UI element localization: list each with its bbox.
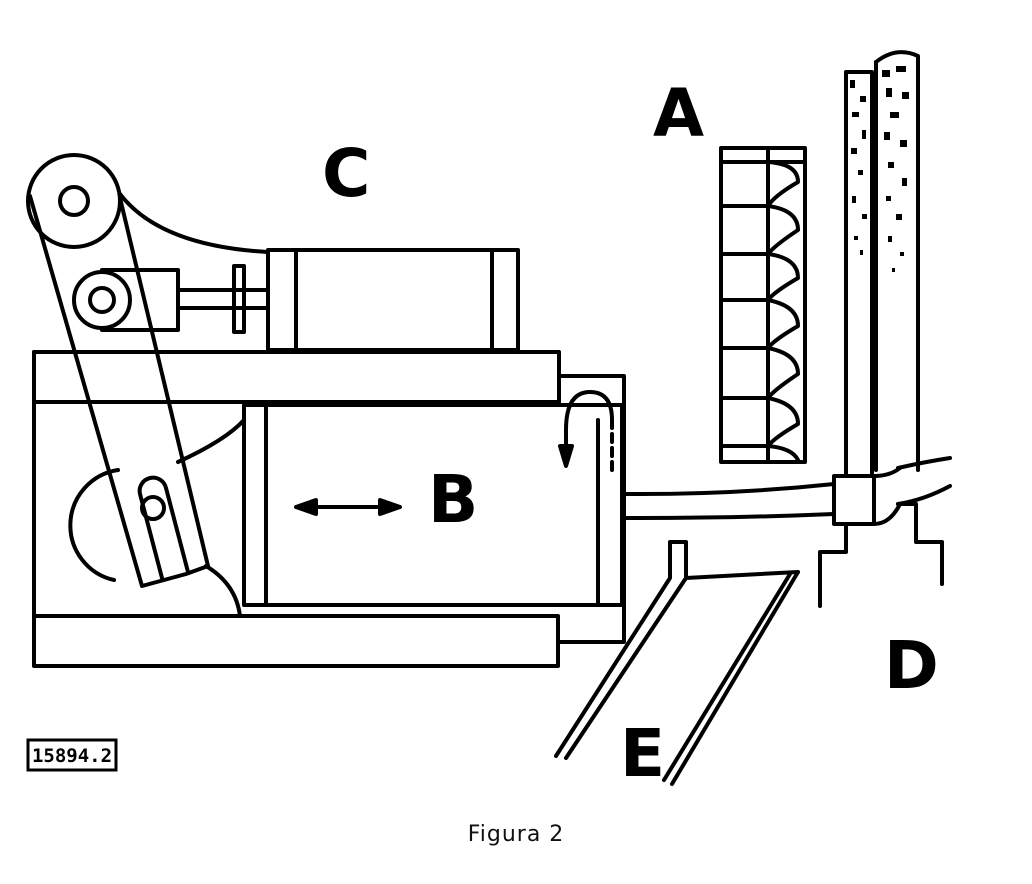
lever-slot [137,475,190,580]
die-left [818,522,848,608]
column-fill-stipple [850,66,909,272]
column-right [874,50,920,472]
chute [554,540,800,786]
rod-collar [232,264,246,334]
stamp-box [26,738,118,772]
cylinder-body [266,248,520,352]
slot-pin [140,495,166,521]
stamp-number: 15894.2 [32,745,112,767]
column-left [844,70,874,478]
link-pivot [72,270,132,330]
ram-motion-arrow [294,498,402,516]
pipe-coupling [832,474,876,526]
outlet-pipe [896,456,952,506]
feed-pipe [622,482,836,520]
label-e: E [620,715,665,792]
ram-block [242,403,624,607]
return-arrow-head [558,444,574,468]
coupling-flare [872,466,902,526]
pivot-bracket [118,192,270,254]
crank-disc-right [176,418,246,618]
figure-caption: Figura 2 [467,822,565,847]
label-d: D [884,627,939,704]
crank-disc-left [68,468,120,582]
label-a: A [653,75,704,152]
piston-rod [176,288,270,310]
lower-base [32,614,560,668]
plate-stack [719,146,807,464]
lever-arm [28,194,210,588]
upper-rail [32,350,561,404]
return-curve [564,390,614,432]
rod-link [100,268,180,332]
label-c: C [322,135,370,212]
die-right [896,502,944,586]
link-pivot-hole [88,286,116,314]
label-b: B [428,461,478,538]
top-pulley-hub [58,185,90,217]
plate-cells [719,160,807,462]
